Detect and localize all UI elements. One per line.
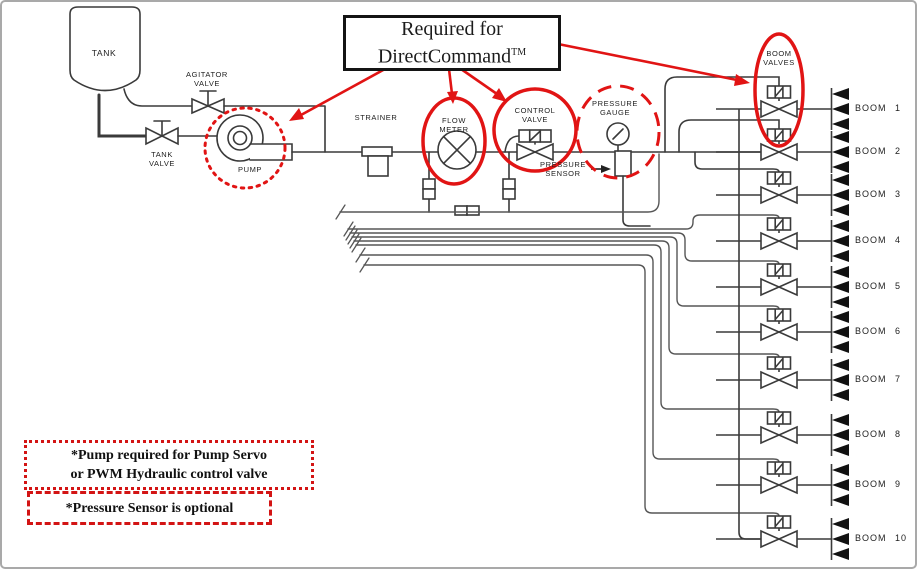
hose-drop-connectors xyxy=(422,151,516,216)
boom-valves-highlight-ellipse xyxy=(753,32,805,148)
flow-meter-symbol xyxy=(437,130,477,170)
boom-valve-assembly xyxy=(716,461,831,495)
pressure-sensor-optional-note: *Pressure Sensor is optional xyxy=(27,491,272,525)
boom-nozzles xyxy=(830,464,849,506)
boom-nozzles xyxy=(830,174,849,216)
tank-valve-symbol xyxy=(145,120,179,146)
boom-nozzles xyxy=(830,131,849,173)
boom-label: BOOM 9 xyxy=(855,479,902,489)
pump-highlight-dotted-circle xyxy=(203,106,287,190)
tank-label: TANK xyxy=(92,49,116,58)
boom-valve-assembly xyxy=(716,515,831,549)
boom-nozzles xyxy=(830,518,849,560)
control-valve-label: CONTROL VALVE xyxy=(514,106,556,124)
boom-nozzles xyxy=(830,359,849,401)
pump-symbol xyxy=(216,114,293,162)
boom-label: BOOM 5 xyxy=(855,281,902,291)
boom-label: BOOM 3 xyxy=(855,189,902,199)
boom-valve-assembly xyxy=(716,217,831,251)
trademark-mark: TM xyxy=(511,47,527,59)
boom-nozzles xyxy=(830,266,849,308)
pump-required-note: *Pump required for Pump Servo or PWM Hyd… xyxy=(24,440,314,490)
boom-nozzles xyxy=(830,88,849,130)
boom-valve-assembly xyxy=(716,263,831,297)
required-box-line2: DirectCommandTM xyxy=(377,45,527,68)
boom-label: BOOM 6 xyxy=(855,326,902,336)
pump-label: PUMP xyxy=(237,165,263,174)
boom-valve-assembly xyxy=(716,411,831,445)
boom-valve-assembly xyxy=(716,308,831,342)
boom-label: BOOM 10 xyxy=(855,533,908,543)
agitator-valve-symbol xyxy=(123,88,326,153)
flow-meter-label: FLOW METER xyxy=(439,116,469,134)
boom-valve-assembly xyxy=(716,85,831,119)
boom3-feed-line xyxy=(694,151,780,173)
hose-bundle xyxy=(335,153,780,517)
required-for-directcommand-box: Required for DirectCommandTM xyxy=(343,15,561,71)
pressure-gauge-highlight-dashed-circle xyxy=(575,84,661,180)
boom-label: BOOM 4 xyxy=(855,235,902,245)
boom-label: BOOM 8 xyxy=(855,429,902,439)
pressure-sensor-symbol xyxy=(614,150,651,227)
boom-nozzles xyxy=(830,220,849,262)
boom-nozzles xyxy=(830,311,849,353)
boom2-feed-line xyxy=(678,119,780,153)
boom-valve-assembly xyxy=(716,128,831,162)
control-valve-symbol xyxy=(504,129,554,162)
pressure-gauge-label: PRESSURE GAUGE xyxy=(591,99,639,117)
required-box-line1: Required for xyxy=(401,18,503,41)
boom-manifold-line xyxy=(738,109,761,540)
boom-label: BOOM 1 xyxy=(855,103,902,113)
tank-label-line: TANK xyxy=(91,48,117,58)
strainer-label: STRAINER xyxy=(354,113,398,122)
boom-rows-layer xyxy=(716,85,849,560)
pressure-gauge-symbol xyxy=(606,122,630,152)
pressure-sensor-label: PRESSURE SENSOR xyxy=(539,160,587,178)
boom-valve-assembly xyxy=(716,356,831,390)
boom-valves-label: BOOM VALVES xyxy=(763,49,795,67)
agitator-valve-label: AGITATOR VALVE xyxy=(186,70,228,88)
boom-nozzles xyxy=(830,414,849,456)
hose-cut-marks xyxy=(335,204,370,273)
tank-valve-label: TANK VALVE xyxy=(148,150,176,168)
boom-valve-assembly xyxy=(716,171,831,205)
tank-shape xyxy=(69,6,141,92)
required-arrows xyxy=(289,42,750,121)
tank-outlet-pipe xyxy=(97,93,148,138)
boom1-feed-line xyxy=(664,76,780,153)
strainer-symbol xyxy=(361,146,393,177)
boom-label: BOOM 2 xyxy=(855,146,902,156)
boom-label: BOOM 7 xyxy=(855,374,902,384)
